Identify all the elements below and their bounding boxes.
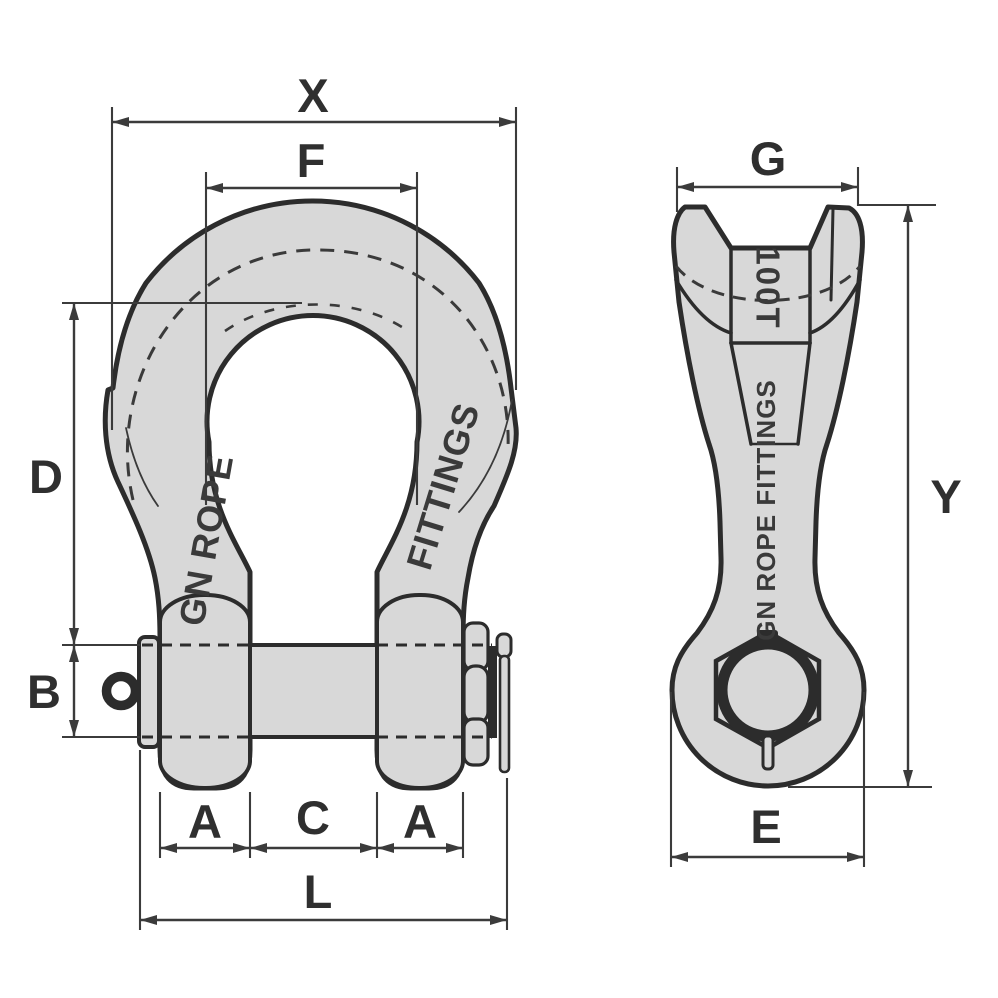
dim-b-label: B bbox=[27, 665, 61, 718]
pin-head bbox=[137, 635, 161, 749]
side-cotter-knob bbox=[757, 630, 778, 649]
dim-a-right-label: A bbox=[403, 795, 437, 848]
right-leg-pad bbox=[375, 593, 465, 790]
dim-aca: A C A bbox=[158, 791, 465, 858]
side-parting-line bbox=[674, 265, 862, 302]
dim-f-label: F bbox=[297, 134, 326, 187]
dim-y-label: Y bbox=[930, 470, 961, 523]
dim-x: X bbox=[110, 69, 518, 430]
dim-a-left-label: A bbox=[188, 795, 222, 848]
dim-y: Y bbox=[788, 203, 962, 789]
hidden-pin-lines bbox=[142, 643, 492, 739]
pin-shaft bbox=[248, 643, 379, 739]
bow-parting-line bbox=[125, 248, 510, 501]
dim-d-label: D bbox=[29, 450, 63, 503]
capacity-marking: 100T bbox=[750, 246, 787, 329]
dim-g: G bbox=[675, 132, 860, 212]
cotter-pin bbox=[495, 632, 513, 774]
side-view: 100T GN ROPE FITTINGS G Y E bbox=[669, 132, 962, 867]
side-face-details bbox=[674, 207, 862, 446]
washer bbox=[488, 646, 497, 738]
side-cotter-tail bbox=[761, 734, 775, 771]
side-brand-text: GN ROPE FITTINGS bbox=[751, 379, 781, 641]
dim-d: D bbox=[29, 301, 302, 645]
dim-f: F bbox=[204, 134, 419, 505]
dim-e-label: E bbox=[750, 800, 781, 853]
side-outline bbox=[669, 204, 867, 789]
shading-line-left bbox=[125, 427, 159, 507]
dim-g-label: G bbox=[750, 132, 787, 185]
dim-b: B bbox=[27, 643, 140, 739]
shading-line-right bbox=[458, 399, 513, 513]
dim-e: E bbox=[669, 692, 866, 867]
pin-eye-ring bbox=[101, 671, 141, 711]
front-view: GN ROPE FITTINGS X F D B bbox=[27, 69, 519, 930]
dim-l: L bbox=[138, 750, 509, 930]
dim-c-label: C bbox=[296, 791, 330, 844]
bow-parting-line-inner bbox=[224, 303, 406, 333]
dim-x-label: X bbox=[297, 69, 328, 122]
dim-l-label: L bbox=[304, 865, 333, 918]
